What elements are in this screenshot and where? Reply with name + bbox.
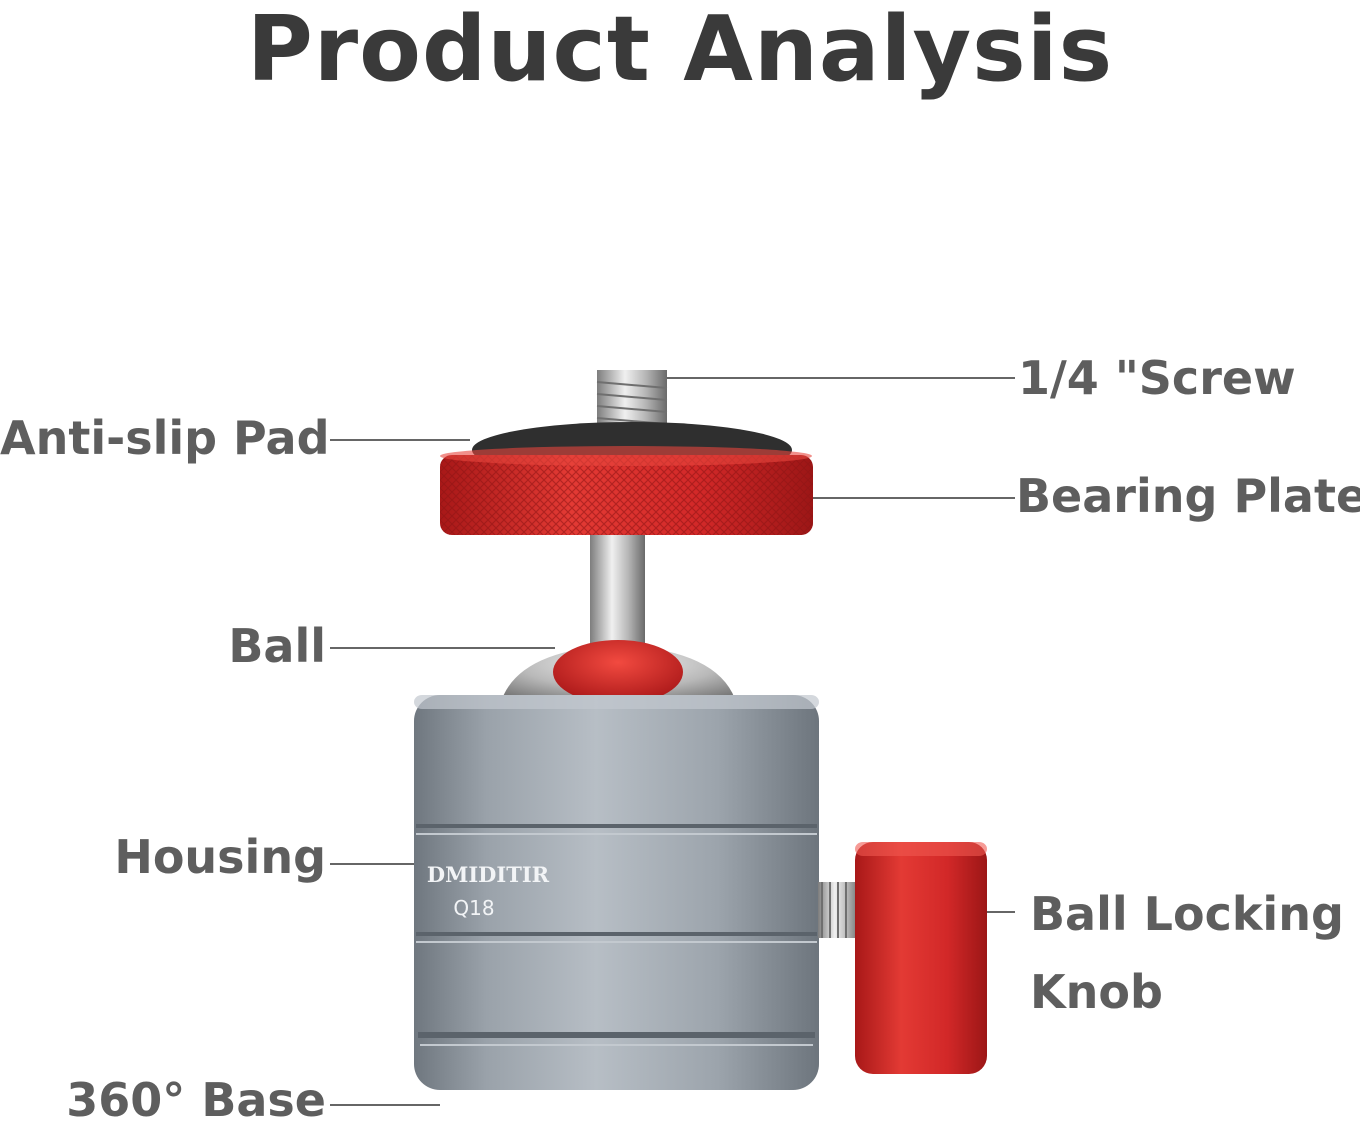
ball-locking-knob-part: [818, 842, 987, 1074]
brand-engraving: DMIDITIR: [427, 862, 550, 887]
screw-label: 1/4 "Screw: [1018, 351, 1296, 405]
anti-slip-pad-label: Anti-slip Pad: [0, 411, 330, 465]
housing-part: DMIDITIR Q18: [414, 695, 819, 1090]
page-title: Product Analysis: [246, 0, 1114, 102]
ball-stem: [590, 535, 645, 660]
leader-lines: [330, 377, 1015, 1106]
bearing-plate-label: Bearing Plate: [1016, 469, 1360, 523]
ball-part: [500, 640, 737, 705]
housing-label: Housing: [114, 830, 326, 884]
model-engraving: Q18: [453, 896, 494, 920]
ball-locking-knob-label-line2: Knob: [1030, 965, 1163, 1019]
base-label: 360° Base: [66, 1073, 326, 1127]
ball-label: Ball: [228, 619, 326, 673]
bearing-plate-part: [440, 446, 813, 535]
ball-locking-knob-label-line1: Ball Locking: [1030, 887, 1344, 941]
